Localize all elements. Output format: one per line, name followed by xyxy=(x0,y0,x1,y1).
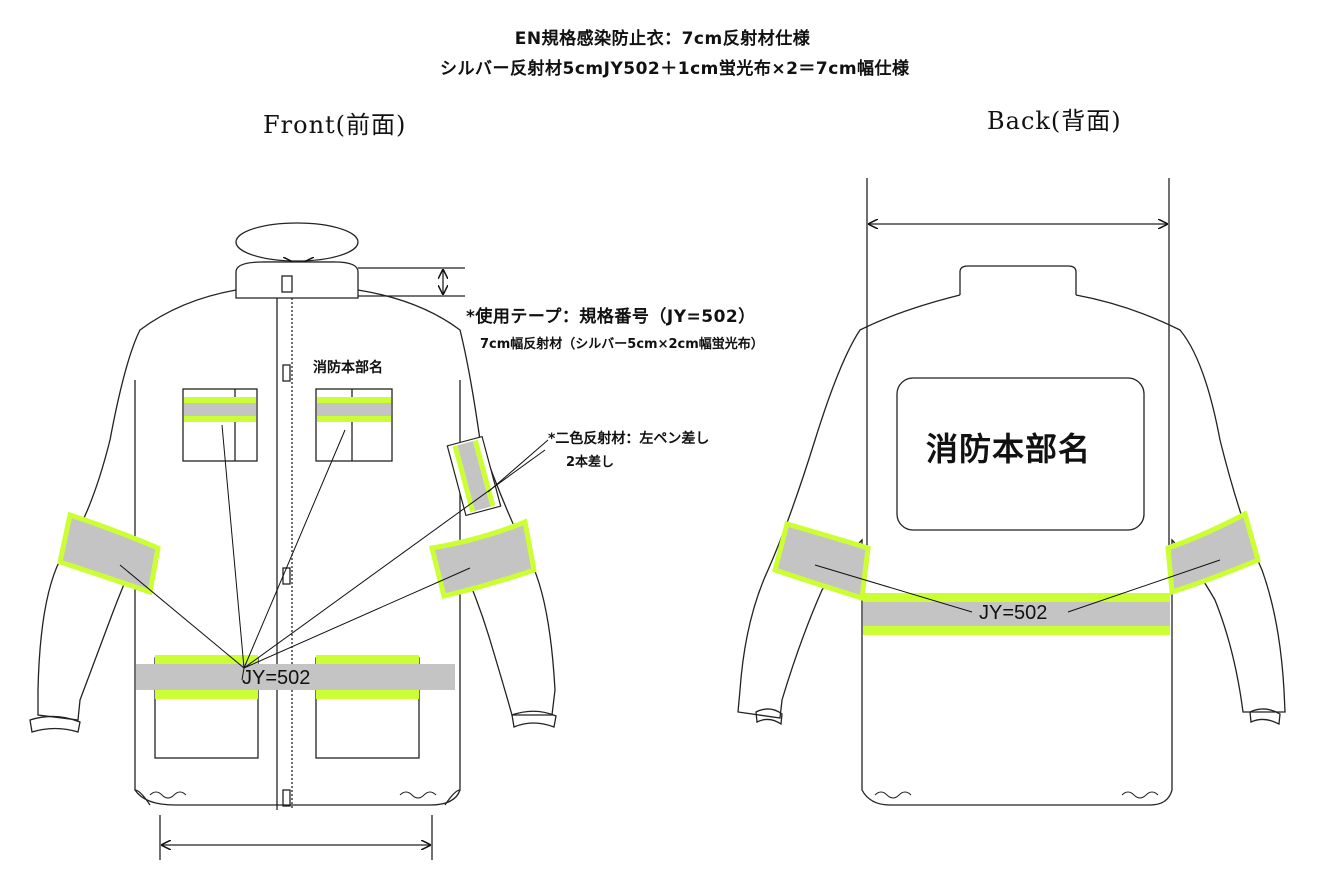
collar-rotation-ellipse xyxy=(235,222,359,262)
tape-spec-detail: 7cm幅反射材（シルバー5cm×2cm幅蛍光布） xyxy=(480,337,764,352)
back-tape-code: JY=502 xyxy=(979,602,1048,624)
front-collar xyxy=(235,261,359,299)
back-panel-name: 消防本部名 xyxy=(926,430,1092,468)
back-name-panel xyxy=(896,377,1145,531)
back-jacket xyxy=(737,178,1286,806)
back-leader-lines xyxy=(814,559,1221,613)
front-reflective-tapes xyxy=(57,397,537,699)
back-reflective-tapes xyxy=(771,510,1262,635)
pen-pocket-tape xyxy=(446,435,502,517)
back-view-label: Back(背面) xyxy=(987,107,1122,135)
diagram-title: EN規格感染防止衣：7cm反射材仕様 xyxy=(514,29,811,49)
front-tape-code: JY=502 xyxy=(242,667,311,689)
front-view-label: Front(前面) xyxy=(263,111,407,139)
back-collar xyxy=(959,265,1077,295)
front-leader-lines xyxy=(119,424,546,681)
back-body xyxy=(737,294,1286,806)
pen-note-leader xyxy=(487,439,549,493)
pen-note-line1: *二色反射材：左ペン差し xyxy=(548,431,710,447)
front-chest-pocket-left xyxy=(182,388,258,462)
tape-spec-title: *使用テープ：規格番号（JY=502） xyxy=(466,307,756,327)
diagram-subtitle: シルバー反射材5cmJY502＋1cm蛍光布×2＝7cm幅仕様 xyxy=(440,59,910,79)
front-body xyxy=(37,289,556,806)
front-chest-pocket-right xyxy=(315,388,393,462)
front-chest-name: 消防本部名 xyxy=(313,360,383,376)
pen-note-line2: 2本差し xyxy=(566,455,615,470)
